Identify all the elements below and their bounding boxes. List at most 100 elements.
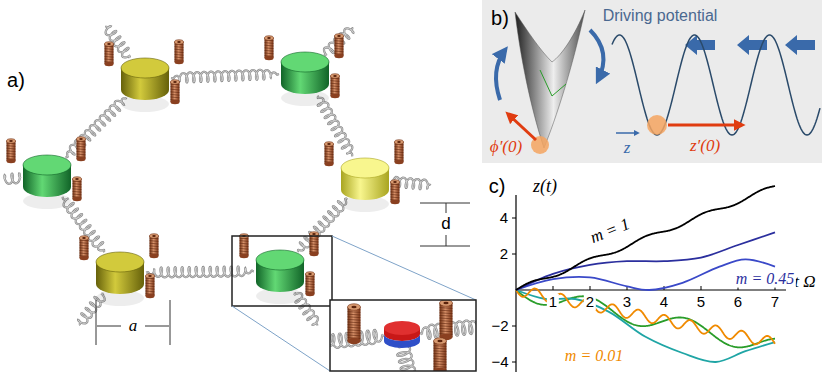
tick-label-box: −2 [491, 318, 508, 334]
spring [146, 267, 254, 278]
axis-label: z(t) [533, 177, 557, 196]
panel-label-box: b) [491, 8, 509, 29]
velocity-label: z′(0) [690, 137, 720, 155]
magnetic-puck [281, 52, 329, 106]
drive-arrow [785, 35, 815, 55]
red-blue-puck [384, 321, 420, 348]
panel-title-box: Driving potential [603, 8, 718, 25]
z-axis-arrow [616, 132, 638, 134]
magnetic-puck [256, 250, 304, 304]
tick [590, 286, 591, 290]
copper-coil [105, 42, 114, 67]
curve-label-box: m = 1 [586, 214, 634, 247]
panel-label-box: a) [7, 70, 25, 91]
spring [324, 28, 353, 55]
tick-label: −2 [491, 318, 508, 334]
panel-title: Driving potential [603, 8, 718, 25]
tick-label: 2 [500, 246, 508, 262]
axis-label: t Ω [794, 273, 815, 291]
tick-label: 1 [547, 294, 559, 310]
copper-coil [440, 300, 453, 340]
spring [397, 345, 415, 371]
tick-label: 7 [769, 294, 781, 310]
trajectory-curve [516, 290, 775, 347]
tick [553, 286, 554, 290]
pucks [23, 52, 389, 306]
axis-label-box: z(t) [533, 177, 557, 196]
spring-highlight [324, 28, 353, 55]
axis-label-box: t Ω [794, 273, 815, 291]
tick-label: 4 [500, 210, 508, 226]
spring-highlight [391, 177, 431, 189]
lattice-illustration [4, 26, 480, 374]
potential-saddle [515, 10, 585, 148]
axis-label-box: z [624, 139, 631, 157]
y-axis [515, 195, 516, 372]
magnetic-puck [341, 158, 389, 212]
spring [298, 198, 348, 252]
panel-label: c) [489, 176, 506, 197]
spring [330, 330, 384, 348]
driving-illustration [496, 10, 820, 154]
spring-highlight [171, 70, 279, 83]
copper-coil [325, 142, 334, 167]
ball [647, 115, 667, 135]
tick [512, 218, 516, 219]
spring-highlight [298, 198, 348, 252]
potential-wave [612, 35, 820, 135]
copper-coil [175, 40, 184, 65]
copper-coil [348, 304, 361, 345]
z-velocity-arrow [668, 124, 742, 127]
tick-label: 2 [584, 294, 596, 310]
dimension-label: d [441, 215, 450, 233]
copper-coil [331, 74, 340, 99]
tick-label: −4 [491, 354, 508, 370]
tick-label-box: 7 [769, 294, 781, 310]
spring [318, 96, 353, 157]
copper-coil [265, 36, 274, 61]
angle-velocity-label: ϕ′(0) [490, 138, 522, 156]
tick [512, 326, 516, 327]
spring [391, 177, 431, 189]
tick-label-box: 1 [547, 294, 559, 310]
dimension-label-box: d [441, 215, 450, 233]
tick-label: 3 [621, 294, 633, 310]
coils [7, 34, 404, 299]
copper-coil [80, 236, 89, 261]
panel-label: a) [7, 70, 25, 91]
axis-marks [540, 70, 566, 96]
dimension-label-box: a [129, 317, 138, 335]
tick-label-box: 2 [584, 294, 596, 310]
tick-label-box: 4 [500, 210, 508, 226]
magnetic-puck [96, 252, 144, 306]
dimension-a [96, 300, 170, 345]
curve-label-box: m = 0.01 [563, 348, 625, 365]
magnetic-puck [23, 155, 71, 209]
tick-label-box: −4 [491, 354, 508, 370]
tick-label-box: 3 [621, 294, 633, 310]
dimension-d [420, 203, 470, 246]
tick-label-box: 2 [500, 246, 508, 262]
rotation-arrow [496, 50, 505, 100]
copper-coil [150, 234, 159, 259]
copper-coil [171, 80, 180, 105]
copper-coil [7, 139, 16, 164]
magnetic-puck [121, 58, 169, 112]
angle-velocity-label-box: ϕ′(0) [490, 138, 522, 156]
trajectory-curve [516, 290, 775, 362]
copper-coil [391, 180, 400, 205]
springs [4, 26, 431, 326]
spring [65, 97, 126, 157]
phi-velocity-arrow [508, 114, 536, 140]
spring-highlight [397, 345, 415, 371]
rotation-arrow [590, 30, 603, 80]
spring-highlight [4, 174, 21, 184]
copper-coil [77, 137, 86, 162]
spring-highlight [318, 96, 353, 157]
spring-highlight [330, 330, 384, 348]
tick-label-box: 6 [732, 294, 744, 310]
tick-label: 6 [732, 294, 744, 310]
copper-coil [146, 274, 155, 299]
